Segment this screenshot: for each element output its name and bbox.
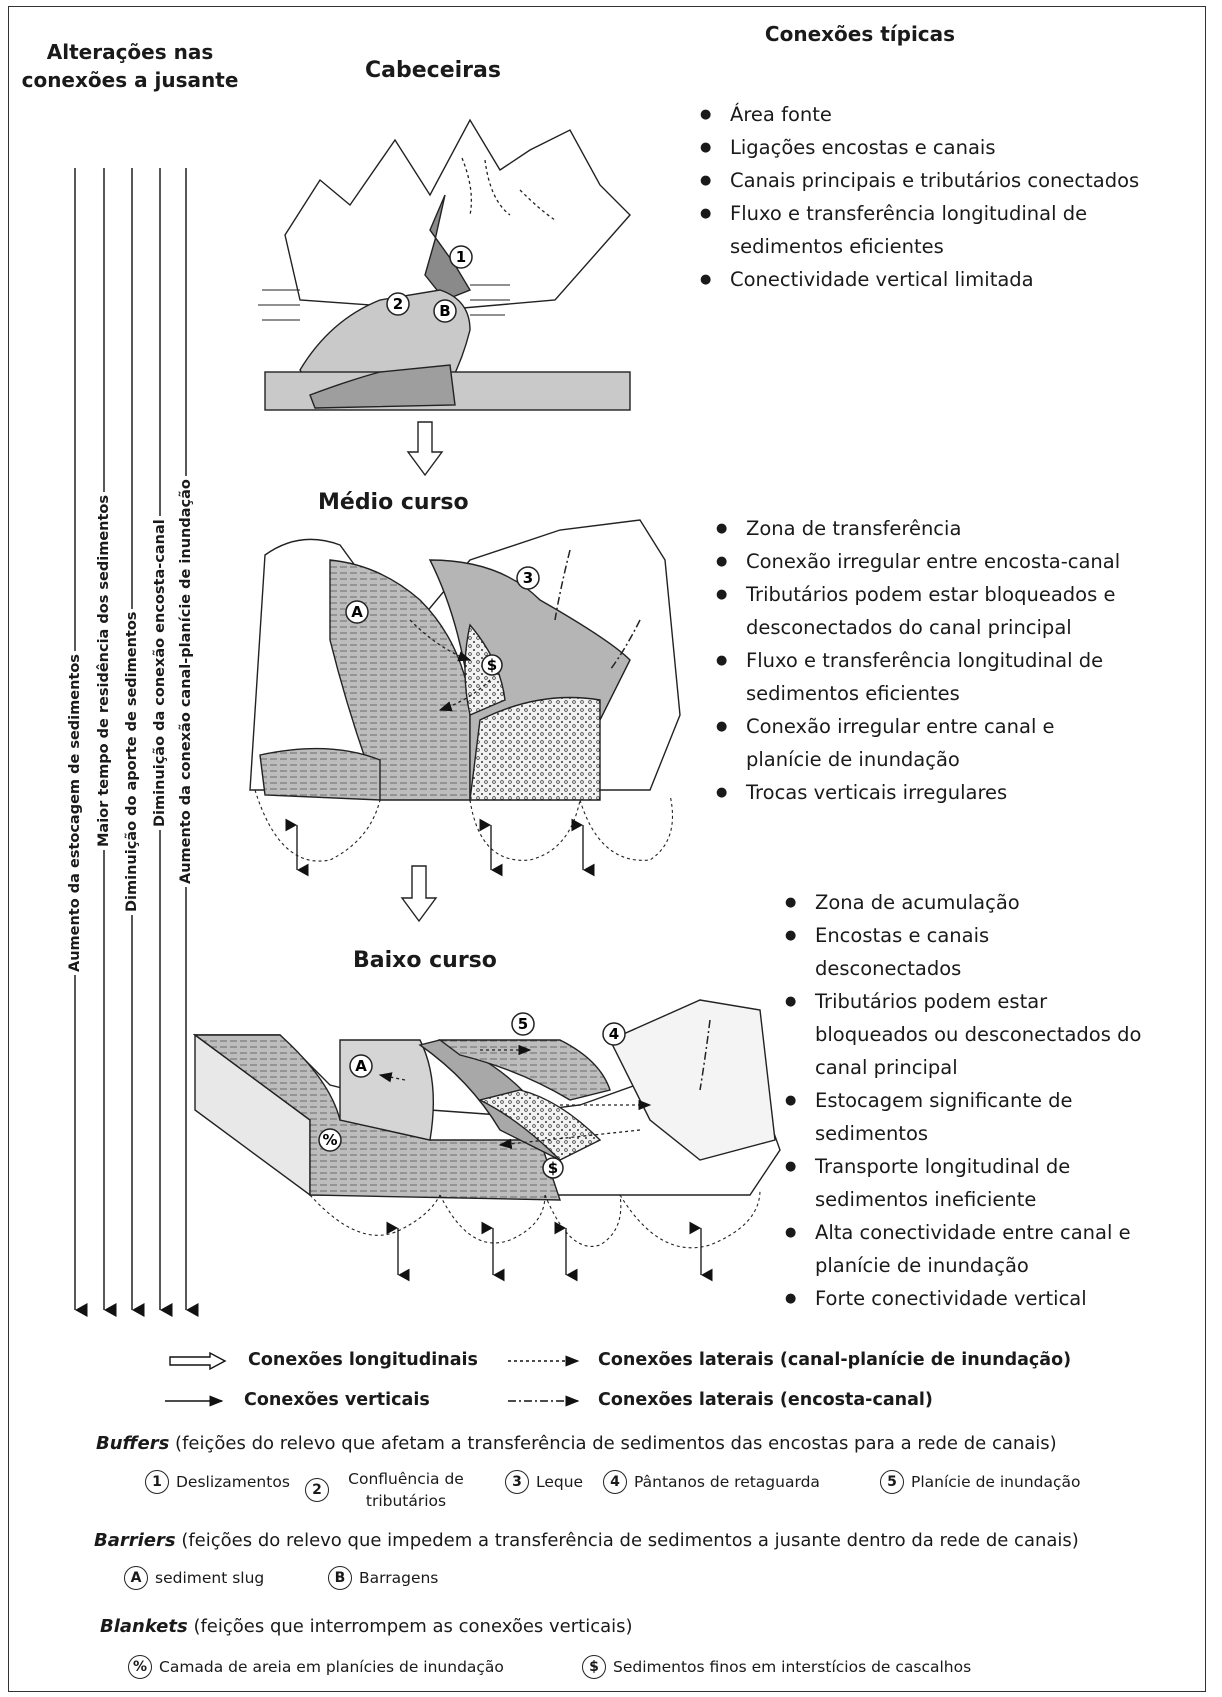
marker-2: 2 <box>393 295 403 313</box>
marker-4: 4 <box>609 1025 619 1043</box>
legend-lateral-hillslope: Conexões laterais (encosta-canal) <box>598 1390 933 1410</box>
symbol-1: 1 <box>145 1470 169 1494</box>
item-label: Deslizamentos <box>176 1473 290 1491</box>
legend-longitudinal: Conexões longitudinais <box>248 1350 478 1370</box>
blankets-term: Blankets <box>100 1616 188 1637</box>
item-label: sediment slug <box>155 1569 264 1587</box>
blankets-desc: (feições que interrompem as conexões ver… <box>188 1616 633 1637</box>
marker-1: 1 <box>456 248 466 266</box>
barriers-caption: Barriers (feições do relevo que impedem … <box>94 1530 1204 1551</box>
item-label: Barragens <box>359 1569 438 1587</box>
item-label: Planície de inundação <box>911 1473 1081 1491</box>
longitudinal-arrow-2 <box>402 866 436 921</box>
item-label: Camada de areia em planícies de inundaçã… <box>159 1658 504 1676</box>
symbol-4: 4 <box>603 1470 627 1494</box>
symbol-5: 5 <box>880 1470 904 1494</box>
symbol-2: 2 <box>305 1478 329 1502</box>
blanket-item-fines: $ Sedimentos finos em interstícios de ca… <box>582 1655 971 1679</box>
item-label: Pântanos de retaguarda <box>634 1473 820 1491</box>
blanket-item-sand: % Camada de areia em planícies de inunda… <box>128 1655 504 1679</box>
headwaters-block <box>258 120 630 410</box>
symbol-dollar: $ <box>582 1655 606 1679</box>
barrier-item-dams: B Barragens <box>328 1566 438 1590</box>
barriers-term: Barriers <box>94 1530 176 1551</box>
marker-percent: % <box>322 1131 337 1149</box>
buffers-term: Buffers <box>96 1433 169 1454</box>
marker-a: A <box>351 603 363 621</box>
legend-vertical: Conexões verticais <box>244 1390 430 1410</box>
symbol-a: A <box>124 1566 148 1590</box>
trend-label-hillslope: Diminuição da conexão encosta-canal <box>152 516 168 830</box>
item-label: Leque <box>536 1473 583 1491</box>
item-label: Confluência de tributários <box>336 1468 476 1512</box>
buffer-item-backswamps: 4 Pântanos de retaguarda <box>603 1470 820 1494</box>
lower-course-block <box>195 1000 780 1248</box>
symbol-b: B <box>328 1566 352 1590</box>
marker-a-lower: A <box>355 1057 367 1075</box>
marker-b: B <box>439 302 450 320</box>
marker-dollar-lower: $ <box>548 1159 558 1177</box>
trend-label-residence: Maior tempo de residência dos sedimentos <box>96 492 112 850</box>
buffer-item-confluence: 2 Confluência de tributários <box>305 1468 476 1512</box>
barriers-desc: (feições do relevo que impedem a transfe… <box>176 1530 1079 1551</box>
symbol-percent: % <box>128 1655 152 1679</box>
buffer-item-landslides: 1 Deslizamentos <box>145 1470 290 1494</box>
buffer-item-fan: 3 Leque <box>505 1470 583 1494</box>
trend-label-floodplain: Aumento da conexão canal-planície de inu… <box>178 476 194 887</box>
marker-3: 3 <box>523 569 533 587</box>
middle-course-block <box>250 520 680 861</box>
longitudinal-arrow-1 <box>408 422 442 475</box>
marker-5: 5 <box>518 1015 528 1033</box>
trend-label-storage: Aumento da estocagem de sedimentos <box>67 651 83 975</box>
trend-label-supply: Diminuição do aporte de sedimentos <box>124 609 140 915</box>
marker-dollar: $ <box>487 656 497 674</box>
buffers-desc: (feições do relevo que afetam a transfer… <box>169 1433 1056 1454</box>
item-label: Sedimentos finos em interstícios de casc… <box>613 1658 971 1676</box>
legend-lateral-floodplain: Conexões laterais (canal-planície de inu… <box>598 1350 1071 1370</box>
blankets-caption: Blankets (feições que interrompem as con… <box>100 1616 1200 1637</box>
buffer-item-floodplain: 5 Planície de inundação <box>880 1470 1081 1494</box>
symbol-3: 3 <box>505 1470 529 1494</box>
barrier-item-slug: A sediment slug <box>124 1566 264 1590</box>
buffers-caption: Buffers (feições do relevo que afetam a … <box>96 1433 1206 1454</box>
